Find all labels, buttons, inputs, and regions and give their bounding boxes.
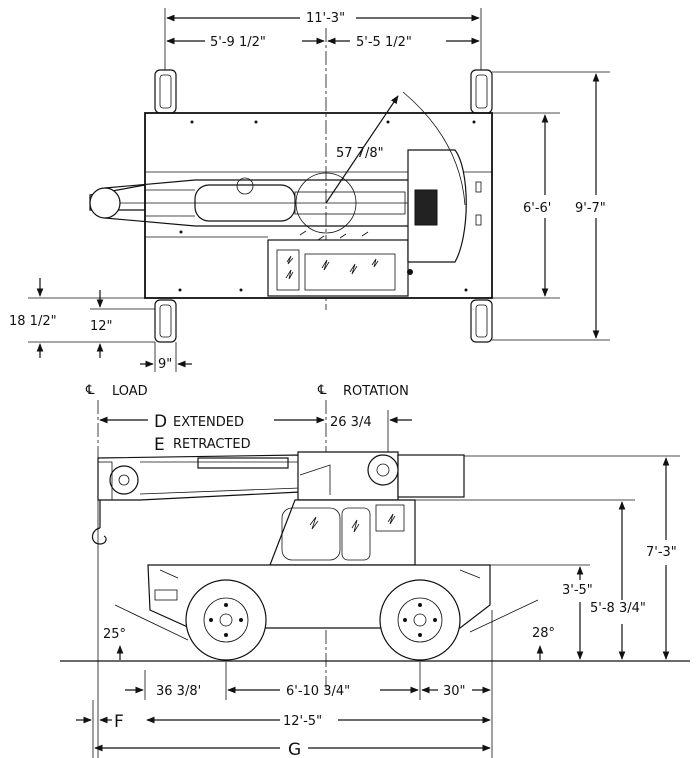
top-view: 11'-3" 5'-9 1/2" 5'-5 1/2" — [9, 8, 610, 372]
centerline-load-symbol: ℄ — [85, 383, 95, 398]
centerline-rotation-label: ROTATION — [343, 384, 409, 399]
dim-pad-depth: 12" — [90, 319, 113, 334]
dim-front-overhang: 36 3/8' — [156, 684, 201, 699]
front-wheel — [185, 579, 267, 661]
dim-overall-height: 7'-3" — [646, 545, 677, 560]
boom-sheave-top — [89, 187, 121, 219]
centerline-load-label: LOAD — [112, 384, 148, 399]
letter-g: G — [288, 740, 301, 758]
letter-e: E — [154, 435, 165, 455]
dim-deck-height: 3'-5" — [562, 583, 593, 598]
label-retracted: RETRACTED — [173, 437, 251, 452]
label-extended: EXTENDED — [173, 415, 244, 430]
dim-cab-height: 5'-8 3/4" — [590, 601, 646, 616]
centerline-rotation-symbol: ℄ — [317, 383, 327, 398]
dim-right-width: 5'-5 1/2" — [356, 35, 412, 50]
boom-head-sheave — [109, 465, 139, 495]
rear-wheel — [379, 579, 461, 661]
outrigger-pad-rear-left — [470, 69, 493, 114]
dim-pad-width: 9" — [158, 357, 172, 372]
dim-rear-overhang: 30" — [443, 684, 466, 699]
dim-body-width: 6'-6' — [523, 201, 551, 216]
dim-front-angle: 25° — [103, 627, 126, 642]
cab-top — [267, 239, 409, 297]
dim-boom-offset: 26 3/4 — [330, 415, 372, 430]
outrigger-pad-rear-right — [470, 299, 493, 343]
boom-pivot — [367, 454, 399, 486]
dim-wheelbase: 6'-10 3/4" — [286, 684, 350, 699]
letter-d: D — [154, 412, 167, 432]
dim-pad-offset: 18 1/2" — [9, 314, 57, 329]
dim-outrigger-span: 9'-7" — [575, 201, 606, 216]
dim-overall-length: 12'-5" — [283, 714, 322, 729]
dim-left-width: 5'-9 1/2" — [210, 35, 266, 50]
letter-f: F — [114, 712, 124, 732]
dim-rear-angle: 28° — [532, 626, 555, 641]
side-view: ℄ LOAD ℄ ROTATION D EXTENDED E RETRACTED… — [60, 383, 690, 758]
dim-swing-radius: 57 7/8" — [336, 146, 384, 161]
outrigger-pad-front-left — [154, 69, 177, 114]
outrigger-pad-front-right — [154, 299, 177, 343]
dim-overall-width: 11'-3" — [306, 11, 345, 26]
